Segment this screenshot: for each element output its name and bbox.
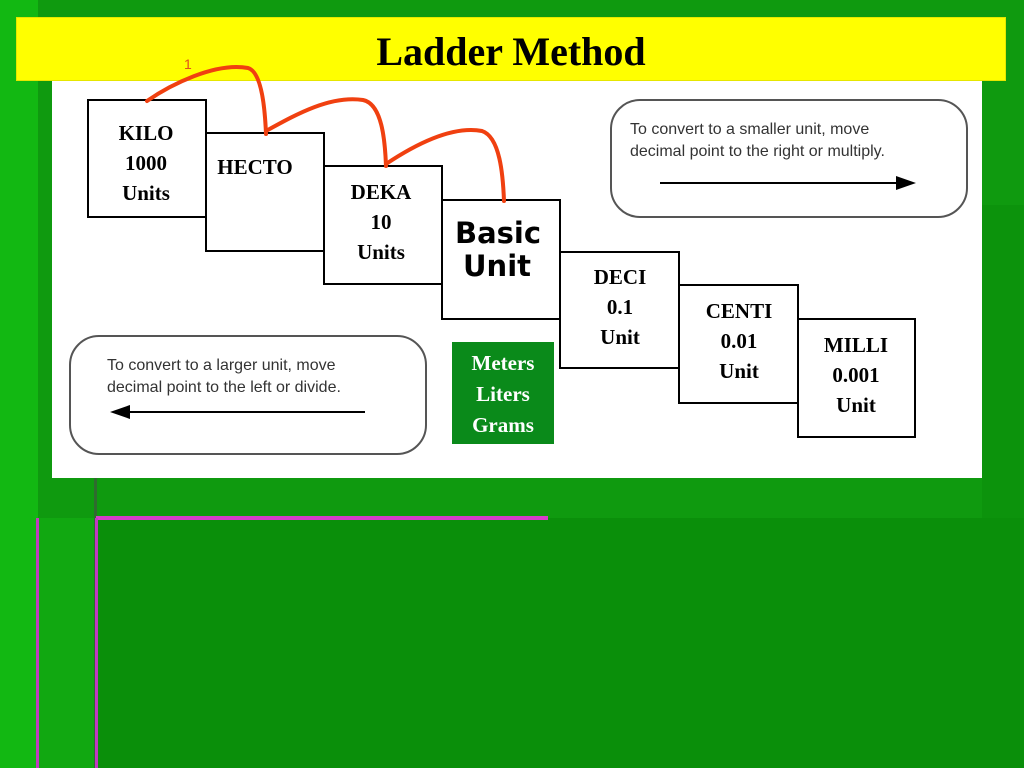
step-centi-value: 0.01: [720, 329, 758, 353]
step-basic-unit-box: [441, 199, 561, 320]
step-milli-prefix: MILLI: [823, 333, 889, 357]
step-centi-box: [678, 284, 799, 404]
note-larger-text: To convert to a larger unit, move decima…: [107, 355, 341, 399]
step-deka-value: 10: [370, 210, 392, 234]
step-hecto-prefix: HECTO: [217, 155, 293, 179]
step-kilo-label: KILO 1000 Units: [87, 118, 205, 208]
step-kilo-prefix: KILO: [118, 121, 174, 145]
base-unit-grams: Grams: [472, 413, 534, 437]
base-units-box: Meters Liters Grams: [452, 342, 554, 444]
background-strip: [38, 518, 96, 768]
slide-title: Ladder Method: [376, 29, 646, 74]
base-unit-liters: Liters: [476, 382, 530, 406]
background-lower-band: [96, 518, 1024, 768]
step-kilo-unit: Units: [122, 181, 170, 205]
step-deci-label: DECI 0.1 Unit: [561, 262, 679, 352]
decorative-accent-vertical-left: [36, 518, 39, 768]
step-deci-box: [559, 251, 680, 369]
step-deci-value: 0.1: [606, 295, 634, 319]
step-milli-unit: Unit: [836, 393, 876, 417]
step-centi-label: CENTI 0.01 Unit: [680, 296, 798, 386]
step-centi-prefix: CENTI: [705, 299, 773, 323]
step-deka-label: DEKA 10 Units: [323, 177, 439, 267]
basic-unit-line2: Unit: [463, 249, 531, 283]
background-left-band: [0, 0, 38, 768]
base-unit-meters: Meters: [471, 351, 535, 375]
note-smaller-unit: To convert to a smaller unit, move decim…: [610, 99, 968, 218]
decorative-accent-vertical-right: [95, 518, 98, 768]
step-hecto-label: HECTO: [200, 152, 310, 182]
note-larger-line1: To convert to a larger unit, move: [107, 357, 336, 374]
title-bar: Ladder Method: [16, 17, 1006, 81]
step-count-marker: 1: [184, 56, 192, 72]
step-hecto-box: [205, 132, 325, 252]
background-right-band: [982, 205, 1024, 518]
step-deci-unit: Unit: [600, 325, 640, 349]
basic-unit-line1: Basic: [455, 216, 542, 250]
step-deka-unit: Units: [357, 240, 405, 264]
note-smaller-text: To convert to a smaller unit, move decim…: [630, 119, 885, 163]
step-deci-prefix: DECI: [593, 265, 647, 289]
step-centi-unit: Unit: [719, 359, 759, 383]
step-milli-label: MILLI 0.001 Unit: [797, 330, 915, 420]
note-smaller-line2: decimal point to the right or multiply.: [630, 143, 885, 160]
step-kilo-value: 1000: [125, 151, 167, 175]
note-larger-unit: To convert to a larger unit, move decima…: [69, 335, 427, 455]
step-deka-prefix: DEKA: [350, 180, 412, 204]
step-milli-box: [797, 318, 916, 438]
note-smaller-line1: To convert to a smaller unit, move: [630, 121, 870, 138]
step-milli-value: 0.001: [832, 363, 880, 387]
basic-unit-label: Basic Unit: [455, 217, 541, 283]
decorative-accent-line: [96, 516, 548, 520]
note-larger-line2: decimal point to the left or divide.: [107, 379, 341, 396]
